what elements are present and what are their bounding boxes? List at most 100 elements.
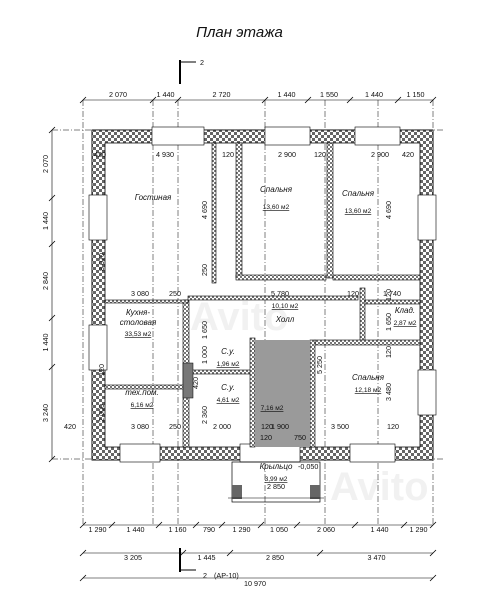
room-name: тех.пом.	[125, 388, 159, 397]
dim-bottom-label: 1 440	[371, 525, 389, 534]
room-name: Кухня-	[126, 308, 150, 317]
dim-tick	[79, 96, 87, 104]
dim-tick	[155, 521, 163, 529]
dim-inner-mid: 250	[169, 289, 181, 298]
dim-inner-vertical: 3 480	[384, 383, 393, 401]
dim-porch-width: 2 850	[267, 482, 285, 491]
room-name: Спальня	[342, 189, 375, 198]
dim-top-label: 2 070	[109, 90, 127, 99]
room-area: 10,10 м2	[272, 303, 299, 310]
room-area: 4,61 м2	[217, 397, 240, 404]
room-area: 3,99 м2	[265, 476, 288, 483]
dim-inner-top: 420	[402, 150, 414, 159]
dim-tick	[261, 96, 269, 104]
dim-inner-vertical: 2 360	[200, 406, 209, 424]
dim-inner-vertical: 120	[384, 346, 393, 358]
dim-inner-top: 2 900	[278, 150, 296, 159]
dim-inner-top: 120	[314, 150, 326, 159]
dim-top-label: 1 440	[365, 90, 383, 99]
watermark: Avito	[190, 295, 289, 339]
dim-tick	[226, 549, 234, 557]
room-area: 12,18 м2	[355, 387, 382, 394]
dim-left-label: 3 240	[41, 404, 50, 422]
porch	[228, 461, 324, 503]
dim-tick	[48, 126, 56, 134]
room-area: 7,16 м2	[261, 405, 284, 412]
dim-inner-bottom: 250	[169, 422, 181, 431]
section-label-top: 2	[200, 58, 204, 67]
dim-inner-mid: 120	[347, 289, 359, 298]
dim-inner-mid: 5 780	[271, 289, 289, 298]
room-area: 33,53 м2	[125, 331, 152, 338]
dim-bottom2-label: 3 205	[124, 553, 142, 562]
room-area: 13,60 м2	[345, 208, 372, 215]
dim-inner-vertical: 420	[191, 377, 200, 389]
dim-tick	[346, 96, 354, 104]
sheet-reference: (АР-10)	[214, 571, 239, 580]
dim-top-label: 1 550	[320, 90, 338, 99]
dim-inner-vertical: 1 650	[200, 321, 209, 339]
dim-tick	[429, 96, 437, 104]
outer-walls	[88, 126, 437, 463]
dim-tick	[400, 521, 408, 529]
dim-tick	[79, 521, 87, 529]
room-area: 13,60 м2	[263, 204, 290, 211]
dim-tick	[257, 521, 265, 529]
dim-bottom-label: 1 160	[169, 525, 187, 534]
dim-inner-mid: 3 080	[131, 289, 149, 298]
section-label-bottom: 2	[203, 571, 207, 580]
dim-inner-bottom: 3 500	[331, 422, 349, 431]
dim-bottom-label: 1 290	[410, 525, 428, 534]
dim-tick	[394, 96, 402, 104]
dim-porch-120: 120	[260, 433, 272, 442]
total-dimension: 10 970	[244, 579, 266, 588]
dim-tick	[304, 96, 312, 104]
dim-tick	[48, 455, 56, 463]
dim-inner-vertical: 2 000	[97, 404, 106, 422]
room-name: Клад.	[395, 306, 415, 315]
dim-inner-vertical: 4 690	[200, 201, 209, 219]
room-name: С.у.	[221, 347, 235, 356]
dim-inner-vertical: 5 250	[315, 356, 324, 374]
dim-inner-bottom: 3 080	[131, 422, 149, 431]
dim-left-label: 2 840	[41, 272, 50, 290]
dim-tick	[351, 521, 359, 529]
dim-bottom-label: 1 290	[233, 525, 251, 534]
dim-tick	[174, 96, 182, 104]
dim-inner-vertical: 120	[97, 364, 106, 376]
room-name: С.у.	[221, 383, 235, 392]
dim-inner-top: 2 900	[371, 150, 389, 159]
dim-bottom-label: 1 050	[270, 525, 288, 534]
room-name: Спальня	[260, 185, 293, 194]
section-marker-bottom: 2 (АР-10)	[179, 548, 239, 580]
dim-inner-bottom: 2 000	[213, 422, 231, 431]
dim-inner-vertical: 250	[200, 264, 209, 276]
room-name: Гостиная	[135, 193, 172, 202]
dim-bottom-label: 1 290	[89, 525, 107, 534]
dim-inner-vertical: 1 650	[384, 313, 393, 331]
dim-inner-top: 4 930	[156, 150, 174, 159]
dim-tick	[316, 549, 324, 557]
room-area: 1,96 м2	[217, 361, 240, 368]
dim-bottom-label: 1 440	[127, 525, 145, 534]
dim-tick	[48, 314, 56, 322]
dim-tick	[293, 521, 301, 529]
dim-inner-mid: 1 740	[383, 289, 401, 298]
room-name-2: столовая	[120, 318, 157, 327]
dim-top-label: 1 440	[157, 90, 175, 99]
dim-top-label: 1 440	[278, 90, 296, 99]
dim-inner-bottom: 120	[261, 422, 273, 431]
dim-left-label: 1 440	[41, 334, 50, 352]
dim-tick	[108, 521, 116, 529]
dim-tick	[429, 521, 437, 529]
dim-inner-top: 420	[94, 150, 106, 159]
dim-tick	[149, 96, 157, 104]
dim-inner-vertical: 8 070	[97, 253, 106, 271]
dim-bottom2-label: 1 445	[198, 553, 216, 562]
dim-top-label: 2 720	[213, 90, 231, 99]
section-marker-top: 2	[179, 58, 204, 84]
